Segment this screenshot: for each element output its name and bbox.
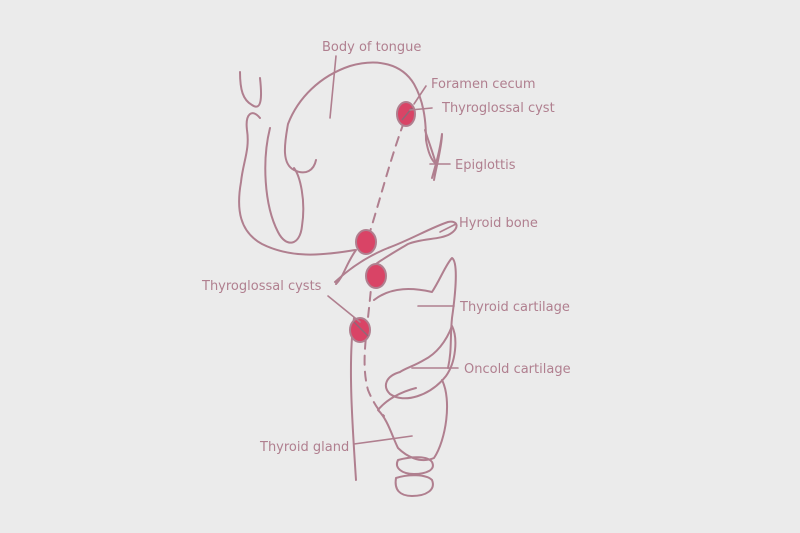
leader-body-of-tongue <box>329 55 337 119</box>
thyroid-gland-outline <box>377 379 448 462</box>
cysts <box>349 101 416 343</box>
anatomy-outlines <box>238 61 458 497</box>
label-epiglottis: Epiglottis <box>455 158 516 173</box>
leader-lines <box>327 55 459 445</box>
label-cricoid-cartilage: Oncold cartilage <box>464 362 571 377</box>
trachea-rings-outline <box>394 456 434 497</box>
leader-foramen-cecum <box>413 85 427 105</box>
duct-lower-dashed <box>363 275 385 417</box>
thyroid-cartilage-outline <box>373 257 457 369</box>
cyst-cartilage <box>349 317 371 343</box>
label-hyoid-bone: Hyroid bone <box>459 216 538 231</box>
lower-lip-chin-outline <box>238 112 356 256</box>
epiglottis-outline <box>424 129 443 181</box>
tongue-outline <box>283 61 437 174</box>
labels: Body of tongue Foramen cecum Thyroglossa… <box>201 40 571 455</box>
cyst-cartilage-mark <box>353 321 369 337</box>
label-thyroid-cartilage: Thyroid cartilage <box>459 300 570 315</box>
genioglossus-outline <box>264 127 305 244</box>
duct-upper-dashed <box>367 121 405 239</box>
cyst-foramen <box>396 101 416 127</box>
label-foramen-cecum: Foramen cecum <box>431 77 536 92</box>
cyst-hyoid-lower <box>365 263 387 289</box>
thyroglossal-duct <box>363 121 405 417</box>
cricoid-cartilage-outline <box>384 325 457 400</box>
cyst-hyoid-upper <box>355 229 377 255</box>
upper-lip-outline <box>239 71 262 108</box>
hyoid-bone-outline <box>334 220 458 283</box>
label-thyroglossal-cysts: Thyroglossal cysts <box>201 279 322 294</box>
leader-thyroid-gland <box>353 435 413 445</box>
leader-hyoid-bone <box>439 223 457 233</box>
label-thyroglossal-cyst: Thyroglossal cyst <box>441 101 555 116</box>
label-body-of-tongue: Body of tongue <box>322 40 421 55</box>
label-thyroid-gland: Thyroid gland <box>259 440 349 455</box>
leader-thyroglossal-cyst <box>409 107 433 111</box>
leader-thyroglossal-cysts <box>327 295 361 323</box>
